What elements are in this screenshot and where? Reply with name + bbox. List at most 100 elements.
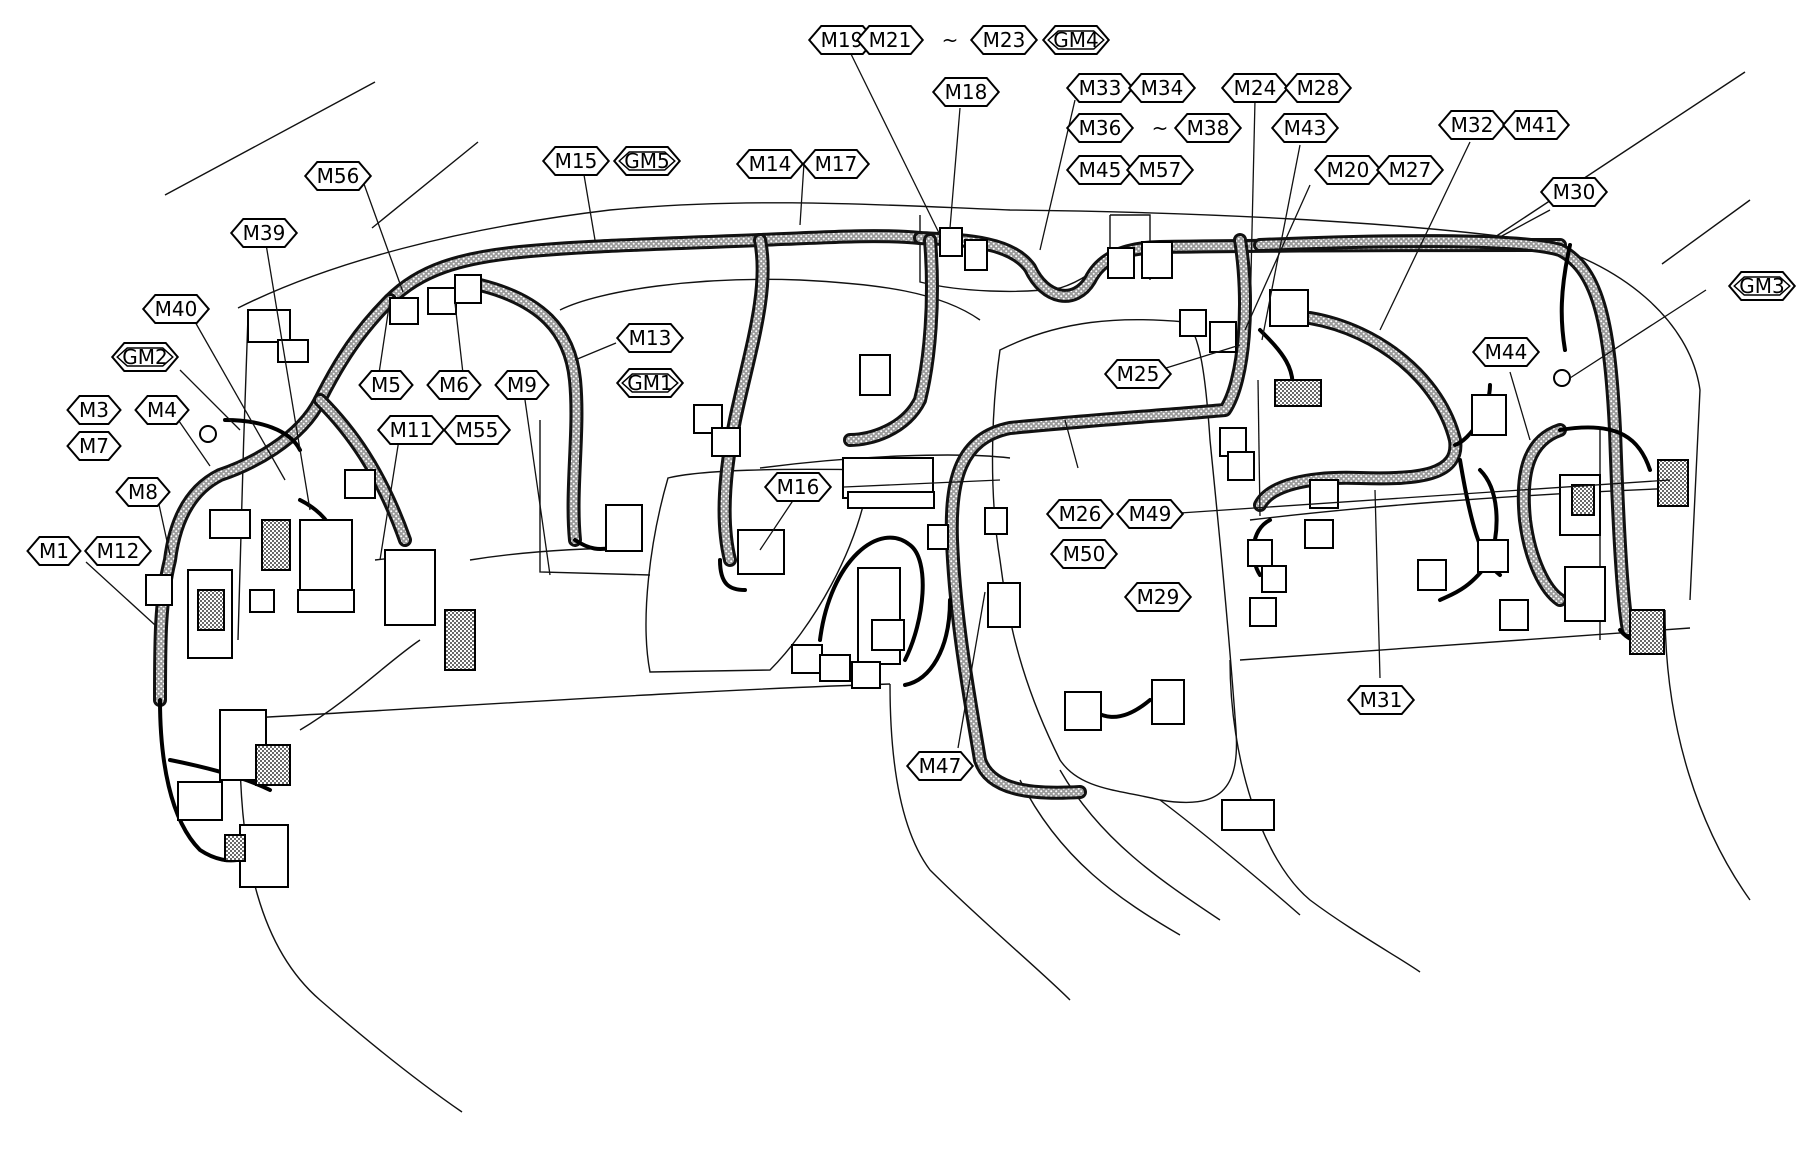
- label-text: M3: [79, 398, 109, 422]
- label-text: M56: [317, 164, 360, 188]
- label-gm4: GM4: [1041, 25, 1111, 55]
- label-m57: M57: [1125, 155, 1195, 185]
- label-text: M41: [1515, 113, 1558, 137]
- label-m27: M27: [1375, 155, 1445, 185]
- label-text: M50: [1063, 542, 1106, 566]
- label-m47: M47: [905, 751, 975, 781]
- label-text: M16: [777, 475, 820, 499]
- label-gm5: GM5: [612, 146, 682, 176]
- label-text: M7: [79, 434, 109, 458]
- label-m13: M13: [615, 323, 685, 353]
- label-text: M32: [1451, 113, 1494, 137]
- label-m33: M33: [1065, 73, 1135, 103]
- label-m30: M30: [1539, 177, 1609, 207]
- label-text: M27: [1389, 158, 1432, 182]
- label-text: GM3: [1739, 274, 1784, 298]
- main-harness: [153, 229, 1635, 800]
- label-m21: M21: [855, 25, 925, 55]
- label-text: M47: [919, 754, 962, 778]
- label-text: M57: [1139, 158, 1182, 182]
- label-tilde: ~: [1152, 116, 1169, 140]
- label-text: ~: [942, 28, 959, 52]
- label-text: M49: [1129, 502, 1172, 526]
- label-m39: M39: [229, 218, 299, 248]
- label-m9: M9: [494, 370, 550, 400]
- label-m55: M55: [442, 415, 512, 445]
- label-text: M6: [439, 373, 469, 397]
- label-m8: M8: [115, 477, 171, 507]
- label-text: GM1: [627, 371, 672, 395]
- label-text: M17: [815, 152, 858, 176]
- label-m36: M36: [1065, 113, 1135, 143]
- label-text: M38: [1187, 116, 1230, 140]
- label-m5: M5: [358, 370, 414, 400]
- label-text: M29: [1137, 585, 1180, 609]
- label-text: M21: [869, 28, 912, 52]
- label-text: M23: [983, 28, 1026, 52]
- label-m32: M32: [1437, 110, 1507, 140]
- label-text: M40: [155, 297, 198, 321]
- label-text: M11: [390, 418, 433, 442]
- connectors: [145, 227, 1689, 888]
- label-text: M30: [1553, 180, 1596, 204]
- label-m28: M28: [1283, 73, 1353, 103]
- label-m18: M18: [931, 77, 1001, 107]
- label-m16: M16: [763, 472, 833, 502]
- label-text: M28: [1297, 76, 1340, 100]
- label-text: M14: [749, 152, 792, 176]
- label-m24: M24: [1220, 73, 1290, 103]
- label-text: M43: [1284, 116, 1327, 140]
- label-m50: M50: [1049, 539, 1119, 569]
- label-text: M18: [945, 80, 988, 104]
- label-text: ~: [1152, 116, 1169, 140]
- label-text: M36: [1079, 116, 1122, 140]
- label-m11: M11: [376, 415, 446, 445]
- label-m17: M17: [801, 149, 871, 179]
- label-text: M33: [1079, 76, 1122, 100]
- label-text: M12: [97, 539, 140, 563]
- label-m20: M20: [1313, 155, 1383, 185]
- label-m7: M7: [66, 431, 122, 461]
- label-m12: M12: [83, 536, 153, 566]
- label-m49: M49: [1115, 499, 1185, 529]
- label-text: M31: [1360, 688, 1403, 712]
- label-text: M1: [39, 539, 69, 563]
- label-gm2: GM2: [110, 342, 180, 372]
- label-m34: M34: [1127, 73, 1197, 103]
- label-tilde: ~: [942, 28, 959, 52]
- label-text: M39: [243, 221, 286, 245]
- label-m31: M31: [1346, 685, 1416, 715]
- label-m26: M26: [1045, 499, 1115, 529]
- label-text: GM2: [122, 345, 167, 369]
- label-text: M24: [1234, 76, 1277, 100]
- label-m40: M40: [141, 294, 211, 324]
- label-m1: M1: [26, 536, 82, 566]
- label-m25: M25: [1103, 359, 1173, 389]
- label-text: M8: [128, 480, 158, 504]
- label-m43: M43: [1270, 113, 1340, 143]
- label-m6: M6: [426, 370, 482, 400]
- label-text: M26: [1059, 502, 1102, 526]
- label-text: M55: [456, 418, 499, 442]
- leader-lines: [85, 51, 1707, 749]
- label-m44: M44: [1471, 337, 1541, 367]
- label-m3: M3: [66, 395, 122, 425]
- label-text: M13: [629, 326, 672, 350]
- label-text: M4: [147, 398, 177, 422]
- label-m38: M38: [1173, 113, 1243, 143]
- label-text: M5: [371, 373, 401, 397]
- label-text: M45: [1079, 158, 1122, 182]
- label-m4: M4: [134, 395, 190, 425]
- thin-wires: [158, 243, 1652, 863]
- label-gm3: GM3: [1727, 271, 1797, 301]
- label-m56: M56: [303, 161, 373, 191]
- label-text: GM5: [624, 149, 669, 173]
- label-m15: M15: [541, 146, 611, 176]
- label-m41: M41: [1501, 110, 1571, 140]
- label-text: M15: [555, 149, 598, 173]
- label-text: GM4: [1053, 28, 1098, 52]
- label-text: M25: [1117, 362, 1160, 386]
- label-m45: M45: [1065, 155, 1135, 185]
- label-m23: M23: [969, 25, 1039, 55]
